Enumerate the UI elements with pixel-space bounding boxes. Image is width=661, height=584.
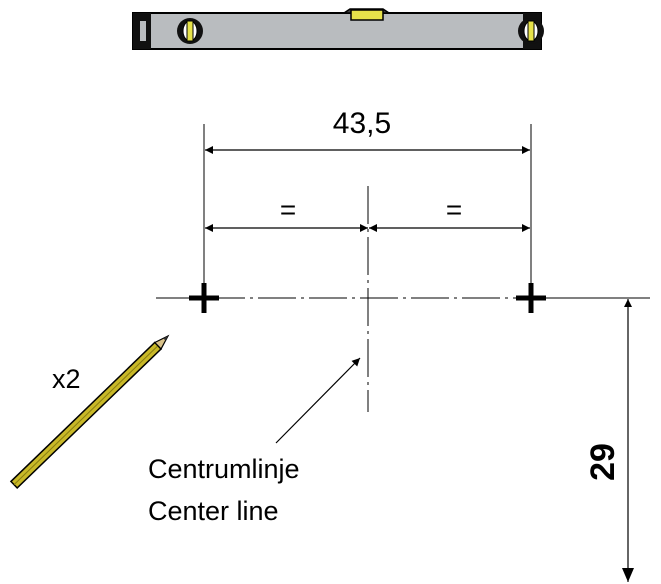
center-line-leader — [275, 357, 361, 444]
dimension-total-label: 43,5 — [333, 107, 391, 140]
center-line-label-en: Center line — [148, 496, 279, 526]
mark-cross-icon — [189, 283, 219, 313]
dimension-half-left-label: = — [280, 194, 296, 225]
quantity-label: x2 — [52, 364, 81, 394]
center-line-label-no: Centrumlinje — [148, 454, 300, 484]
pencil-icon — [9, 334, 170, 489]
dimension-height-label: 29 — [584, 443, 622, 481]
spirit-level-icon — [132, 8, 544, 50]
dimension-half-right-label: = — [446, 194, 462, 225]
mark-cross-icon — [516, 283, 546, 313]
